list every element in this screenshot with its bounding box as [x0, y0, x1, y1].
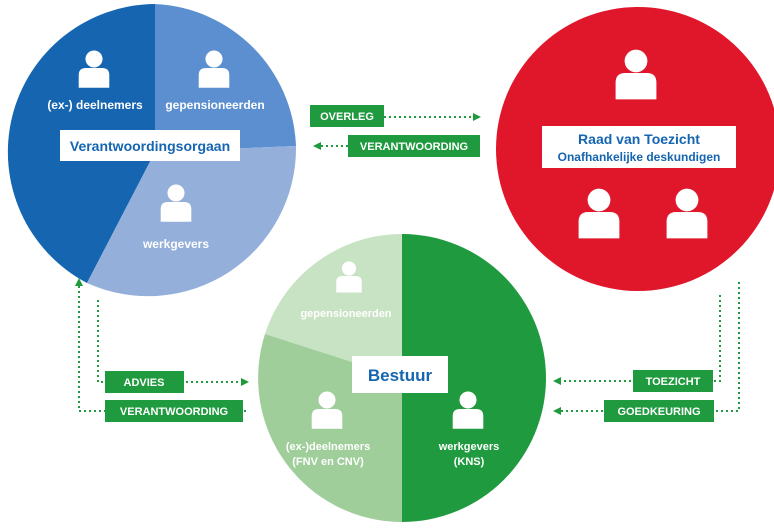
vo-label-werkgevers: werkgevers	[142, 237, 209, 251]
rvt-title-box	[542, 126, 736, 168]
label-toezicht: TOEZICHT	[633, 370, 713, 392]
vo-label-deelnemers: (ex-) deelnemers	[47, 98, 143, 112]
bestuur-label-deelnemers-2: (FNV en CNV)	[292, 456, 364, 468]
vo-segment-werkgevers	[87, 146, 297, 297]
bestuur-label-werkgevers-2: (KNS)	[454, 456, 485, 468]
vo-title: Verantwoordingsorgaan	[70, 138, 230, 154]
label-overleg: OVERLEG	[310, 105, 384, 127]
vo-label-gepensioneerden: gepensioneerden	[165, 98, 264, 112]
label-goedkeuring: GOEDKEURING	[604, 400, 714, 422]
arrow-toezicht	[553, 295, 721, 385]
svg-text:TOEZICHT: TOEZICHT	[646, 376, 701, 388]
label-advies: ADVIES	[105, 371, 184, 393]
svg-text:OVERLEG: OVERLEG	[320, 111, 374, 123]
rvt-subtitle: Onafhankelijke deskundigen	[558, 150, 721, 164]
svg-text:VERANTWOORDING: VERANTWOORDING	[360, 141, 468, 153]
vo-title-box	[60, 130, 240, 161]
verantwoordingsorgaan-circle: (ex-) deelnemers gepensioneerden werkgev…	[7, 4, 297, 297]
bestuur-label-werkgevers-1: werkgevers	[438, 441, 500, 453]
arrow-advies	[97, 300, 249, 386]
svg-text:VERANTWOORDING: VERANTWOORDING	[120, 406, 228, 418]
bestuur-title: Bestuur	[368, 366, 433, 385]
bestuur-segment-werkgevers	[402, 234, 546, 522]
raad-van-toezicht-circle: Raad van Toezicht Onafhankelijke deskund…	[496, 7, 774, 291]
label-verantwoording-top: VERANTWOORDING	[348, 135, 480, 157]
bestuur-title-box	[352, 356, 448, 393]
svg-text:GOEDKEURING: GOEDKEURING	[617, 406, 700, 418]
label-verantwoording-bottom: VERANTWOORDING	[105, 400, 243, 422]
bestuur-circle: gepensioneerden (ex-)deelnemers (FNV en …	[258, 234, 546, 522]
svg-text:ADVIES: ADVIES	[124, 377, 165, 389]
bestuur-label-gepensioneerden: gepensioneerden	[300, 308, 391, 320]
bestuur-label-deelnemers-1: (ex-)deelnemers	[286, 441, 370, 453]
rvt-title: Raad van Toezicht	[578, 131, 700, 147]
bestuur-segment-gepensioneerden	[265, 234, 402, 378]
